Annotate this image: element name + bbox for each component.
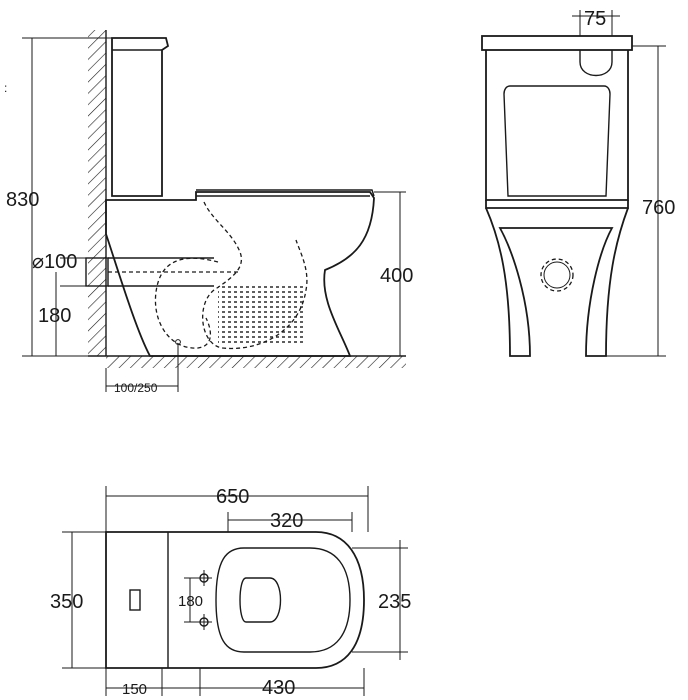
stray-mark: : <box>4 81 7 95</box>
dim-bowl-length: 320 <box>270 510 303 532</box>
top-outline <box>105 531 365 669</box>
dim-outlet-height: 180 <box>38 305 71 327</box>
drain-square <box>129 589 141 611</box>
bowl-opening <box>239 577 282 623</box>
dim-fixing-spacing: 180 <box>178 593 203 610</box>
outlet-circle <box>540 258 574 292</box>
dim-front-inlet: 75 <box>584 8 606 30</box>
bowl-outline <box>105 191 375 357</box>
front-view: 75 760 <box>481 8 675 357</box>
dim-seat-height: 400 <box>380 265 413 287</box>
dim-bowl-width: 235 <box>378 591 411 613</box>
dim-side-height: 830 <box>6 189 39 211</box>
floor-hatch <box>106 356 406 368</box>
dim-front-height: 760 <box>642 197 675 219</box>
cistern-lid <box>481 35 633 51</box>
flush-button <box>579 50 613 77</box>
dim-set-out: 100/250 <box>114 381 158 395</box>
cistern-body <box>485 50 629 201</box>
dim-base-length: 430 <box>262 677 295 699</box>
side-view: 830 ⌀100 180 400 100/250 : <box>4 30 413 395</box>
inner-panel <box>503 85 611 197</box>
wall-hatch <box>88 30 106 356</box>
cistern-outline <box>111 37 170 197</box>
bowl-rim <box>215 547 351 653</box>
top-view: 180 650 320 350 235 150 430 <box>50 486 411 699</box>
dim-total-length: 650 <box>216 486 249 508</box>
water-surface <box>218 286 304 344</box>
trap-dashed <box>202 201 308 350</box>
dim-tank-offset: 150 <box>122 681 147 698</box>
pedestal-outline <box>485 207 629 357</box>
seat-outline <box>196 189 375 197</box>
dim-pipe-diameter: ⌀100 <box>32 251 77 273</box>
dim-total-width: 350 <box>50 591 83 613</box>
